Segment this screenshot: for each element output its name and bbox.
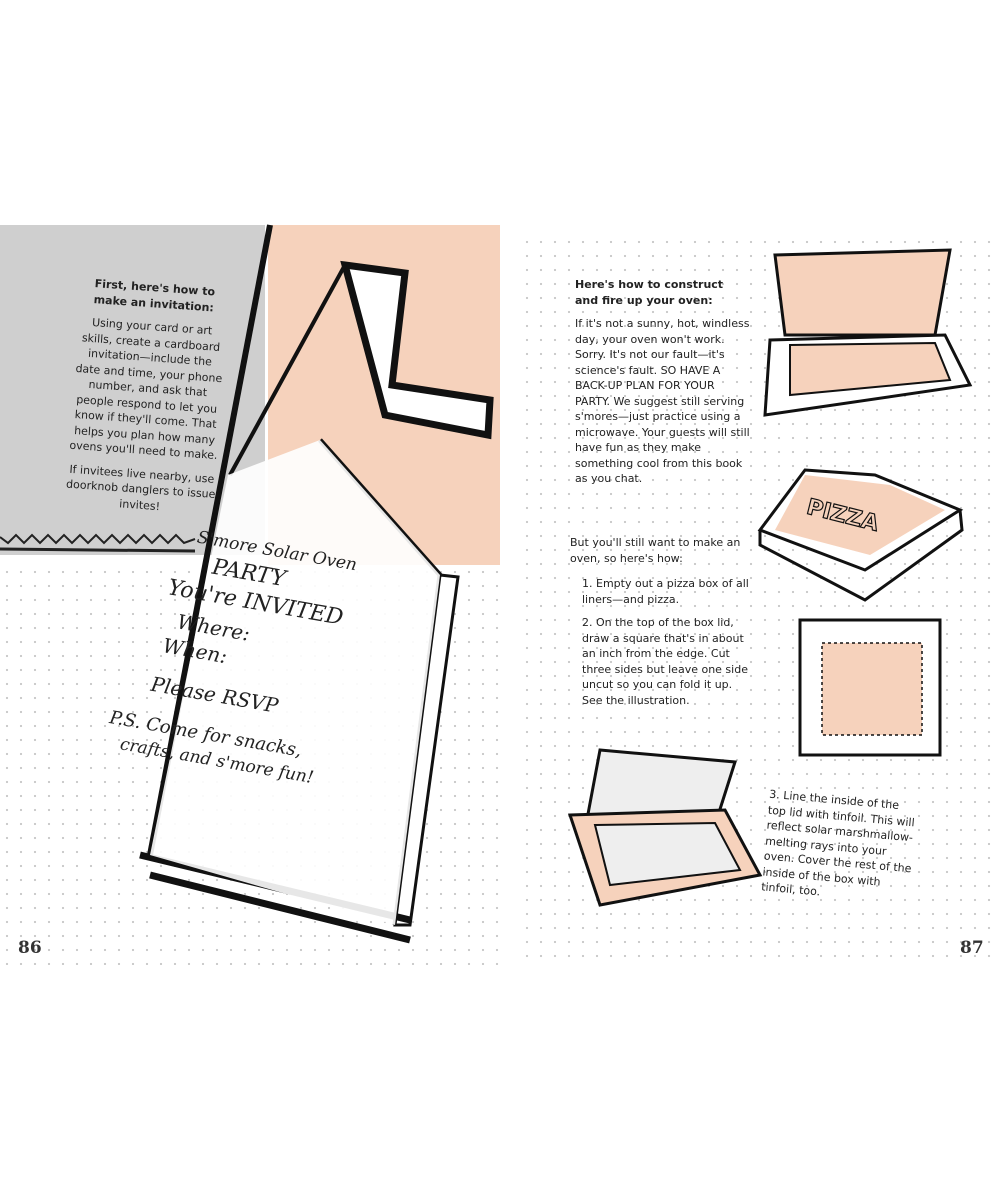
lid-square-icon (798, 618, 942, 757)
right-heading: Here's how to construct and fire up your… (575, 278, 724, 307)
oven-instructions: Here's how to construct and fire up your… (575, 277, 750, 495)
zigzag-border (0, 533, 196, 553)
step-2: 2. On the top of the box lid, draw a squ… (582, 616, 748, 707)
doorhanger-illustration (139, 224, 494, 944)
book-spread: First, here's how to make an invitation:… (0, 224, 1000, 965)
gray-panel (0, 225, 265, 555)
page-number-right: 87 (960, 938, 984, 958)
foil-lined-box-icon (567, 748, 763, 907)
closed-pizza-box-icon: PIZZA (757, 468, 964, 602)
steps-lead: But you'll still want to make an oven, s… (570, 536, 741, 565)
open-box-icon (763, 248, 973, 417)
right-intro: If it's not a sunny, hot, windless day, … (575, 317, 750, 485)
step-1: 1. Empty out a pizza box of all liners—a… (582, 577, 749, 606)
pizza-box-illustrations: PIZZA (567, 248, 973, 907)
steps: But you'll still want to make an oven, s… (570, 535, 755, 716)
page-number-left: 86 (18, 938, 42, 958)
